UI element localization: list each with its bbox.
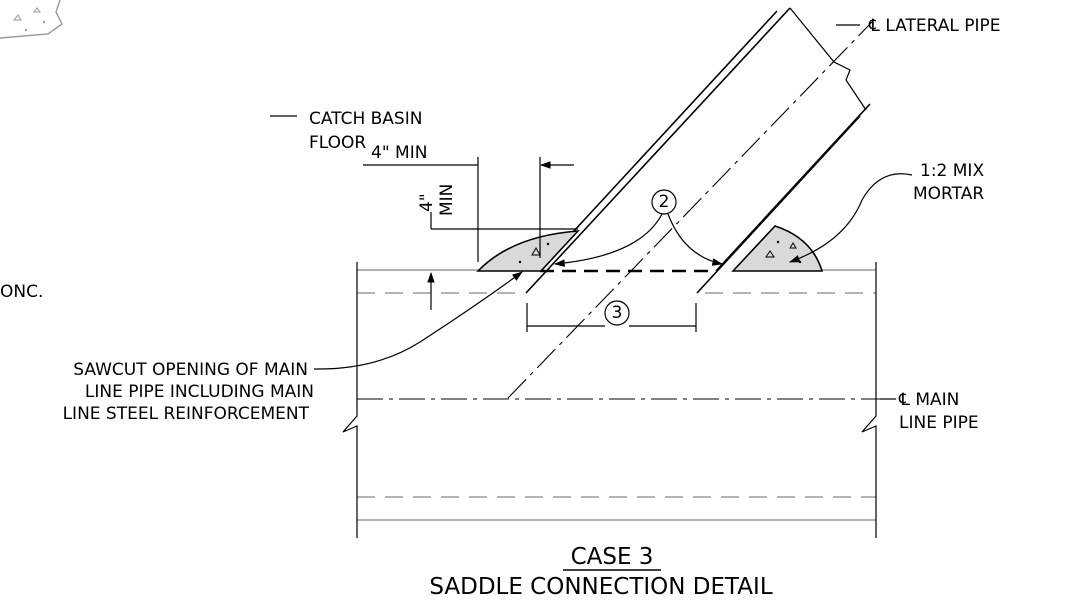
- catch-basin-fragment: [0, 0, 63, 39]
- lateral-pipe-label: ℄ LATERAL PIPE: [868, 16, 1001, 36]
- mortar-saddle-left: [476, 230, 580, 272]
- sawcut-label-line3: LINE STEEL REINFORCEMENT: [63, 404, 310, 424]
- dimension-4in-horizontal: [363, 157, 574, 262]
- lateral-centerline: [507, 21, 873, 399]
- main-pipe-label-line1: ℄ MAIN: [898, 390, 959, 410]
- left-break-line: [342, 262, 358, 538]
- callout-2: 2: [553, 189, 724, 267]
- catch-basin-label-line2: FLOOR: [309, 133, 366, 153]
- sawcut-leader: [313, 271, 523, 370]
- sawcut-label-line1: SAWCUT OPENING OF MAIN: [73, 360, 308, 380]
- detail-title: SADDLE CONNECTION DETAIL: [429, 574, 772, 600]
- main-pipe-label-line2: LINE PIPE: [899, 413, 979, 433]
- lateral-break-line: [789, 7, 867, 111]
- min-vertical-label-a: 4": [417, 193, 437, 212]
- right-break-line: [861, 262, 877, 538]
- lateral-pipe: [507, 7, 873, 399]
- min-horizontal-label: 4" MIN: [371, 143, 427, 163]
- mortar-leader: [788, 173, 913, 263]
- main-line-pipe: [342, 262, 890, 538]
- concrete-label-fragment: ONC.: [0, 282, 43, 302]
- sawcut-label-line2: LINE PIPE INCLUDING MAIN: [85, 382, 314, 402]
- mortar-label-line1: 1:2 MIX: [920, 161, 984, 181]
- callout-3-number: 3: [612, 303, 623, 323]
- case-title: CASE 3: [571, 544, 654, 570]
- catch-basin-label-line1: CATCH BASIN: [309, 109, 422, 129]
- mortar-saddle-right: [731, 225, 824, 272]
- min-vertical-label-b: MIN: [437, 184, 457, 216]
- mortar-label-line2: MORTAR: [913, 184, 984, 204]
- lateral-wall-left-inner: [525, 7, 791, 294]
- lateral-wall-left-outer: [536, 10, 778, 272]
- callout-3: 3: [526, 300, 697, 332]
- callout-2-number: 2: [659, 192, 670, 212]
- dimension-4in-vertical: [427, 212, 578, 310]
- lateral-wall-right-outer: [696, 115, 861, 294]
